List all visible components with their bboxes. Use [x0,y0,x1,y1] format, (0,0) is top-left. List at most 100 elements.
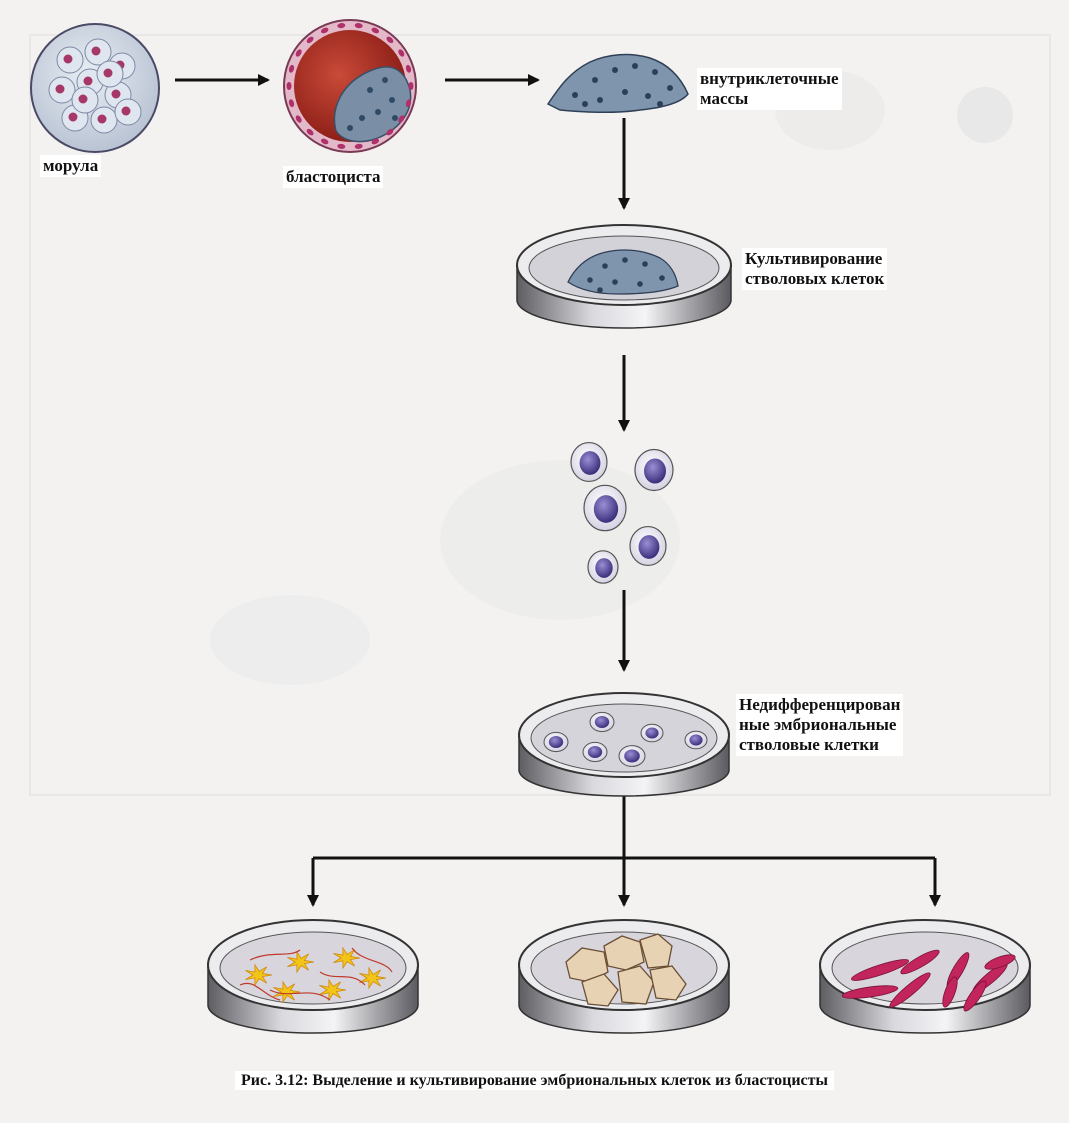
nerve-fiber [249,949,301,961]
label-blastocyst: бластоциста [283,166,384,188]
blastocyst-rim-cell [354,23,363,29]
tissue-cell [565,947,609,983]
tissue-cells-dish [518,919,730,1034]
muscle-cell [942,976,958,1008]
morula-cell-nucleus [111,89,121,99]
blastocyst-inner-nucleus [367,87,373,93]
stem-cell-nucleus [638,535,660,559]
tissue-cell [617,965,655,1005]
blastocyst-inner-nucleus [347,125,353,131]
nerve-fiber [239,982,281,1001]
muscle-cell [963,980,987,1012]
label-morula: морула [40,155,102,177]
nerve-cell [333,946,361,970]
stem-cell-nucleus [579,451,601,475]
inner-mass-nucleus [652,69,658,75]
stem-cell-nucleus [643,458,667,484]
label-stem-cell-culture: Культивирование стволовых клеток [742,248,888,290]
morula-cell-nucleus [83,76,93,86]
label-morula-text: морула [43,156,99,175]
blastocyst-rim-cell [337,143,346,149]
blastocyst-rim-cell [371,27,380,34]
blastocyst-inner-nucleus [382,77,388,83]
blastocyst-rim-cell [386,36,394,44]
nerve-cells-dish [207,919,419,1034]
blastocyst-rim-cell [398,49,405,57]
blastocyst-rim-cell [295,49,302,57]
muscle-cells-dish [819,919,1031,1034]
morula-cell-nucleus [103,68,113,78]
morula-cell-nucleus [55,84,65,94]
nerve-fiber [351,947,393,973]
morula-cell-nucleus [121,106,131,116]
branch-arrows [307,790,941,907]
morula-cell-nucleus [91,46,101,56]
label-undifferentiated-line3: стволовые клетки [739,735,879,754]
blastocyst-rim-cell [320,27,329,34]
culture-dish [516,224,732,329]
undifferentiated-cell-nucleus [594,716,610,728]
culture-nucleus [622,257,628,263]
blastocyst-rim-cell [306,36,314,44]
label-blastocyst-text: бластоциста [286,167,381,186]
label-undifferentiated-line2: ные эмбриональные [739,715,897,734]
culture-nucleus [587,277,593,283]
muscle-cell [900,949,940,975]
stem-cell-nucleus [593,495,619,523]
nerve-cell [287,950,315,974]
muscle-cell [851,959,909,981]
nerve-cell [319,978,347,1002]
undifferentiated-cell-nucleus [624,749,640,763]
culture-nucleus [637,281,643,287]
blastocyst-rim-cell [295,115,302,123]
blastocyst-rim-cell [320,138,329,145]
blastocyst-rim-cell [408,82,414,90]
blastocyst-rim-cell [306,128,314,136]
nerve-cell [273,980,301,1004]
blastocyst-rim-cell [354,143,363,149]
inner-mass-nucleus [582,101,588,107]
nerve-fiber [269,989,331,1001]
blastocyst-inner-nucleus [359,115,365,121]
tissue-cell [649,965,687,1001]
faded-background [29,34,1051,796]
nerve-cell [245,963,273,987]
inner-mass-nucleus [657,101,663,107]
muscle-cell [984,954,1016,970]
culture-nucleus [602,263,608,269]
inner-mass-nucleus [597,97,603,103]
blastocyst-rim-cell [398,115,405,123]
inner-mass-nucleus [572,92,578,98]
inner-mass-nucleus [592,77,598,83]
inner-cell-mass-illustration [546,53,689,114]
culture-nucleus [642,261,648,267]
nerve-fiber [319,971,366,986]
morula-cell-nucleus [63,54,73,64]
label-inner-cell-mass-line2: массы [700,89,749,108]
undifferentiated-cell-nucleus [587,746,603,758]
muscle-cell [889,972,931,1008]
stem-cell-nucleus [595,558,613,578]
blastocyst-rim-cell [371,138,380,145]
culture-nucleus [597,287,603,293]
stem-cells-group [570,441,674,584]
morula-cell-nucleus [97,114,107,124]
blastocyst-rim-cell [405,64,412,73]
culture-nucleus [659,275,665,281]
undifferentiated-cell-nucleus [548,736,564,748]
tissue-cell [603,935,645,971]
nerve-cell [359,966,387,990]
morula-cell-nucleus [68,112,78,122]
blastocyst-rim-cell [286,82,292,90]
label-stem-cell-culture-line2: стволовых клеток [745,269,885,288]
label-stem-cell-culture-line1: Культивирование [745,249,883,268]
label-undifferentiated: Недифференцирован ные эмбриональные ство… [736,694,904,756]
blastocyst-rim-cell [288,64,295,73]
blastocyst-inner-nucleus [392,115,398,121]
tissue-cell [639,933,673,969]
blastocyst-rim-cell [337,23,346,29]
label-undifferentiated-line1: Недифференцирован [739,695,901,714]
figure-caption: Рис. 3.12: Выделение и культивирование э… [0,1071,1069,1090]
muscle-cell [841,985,899,999]
